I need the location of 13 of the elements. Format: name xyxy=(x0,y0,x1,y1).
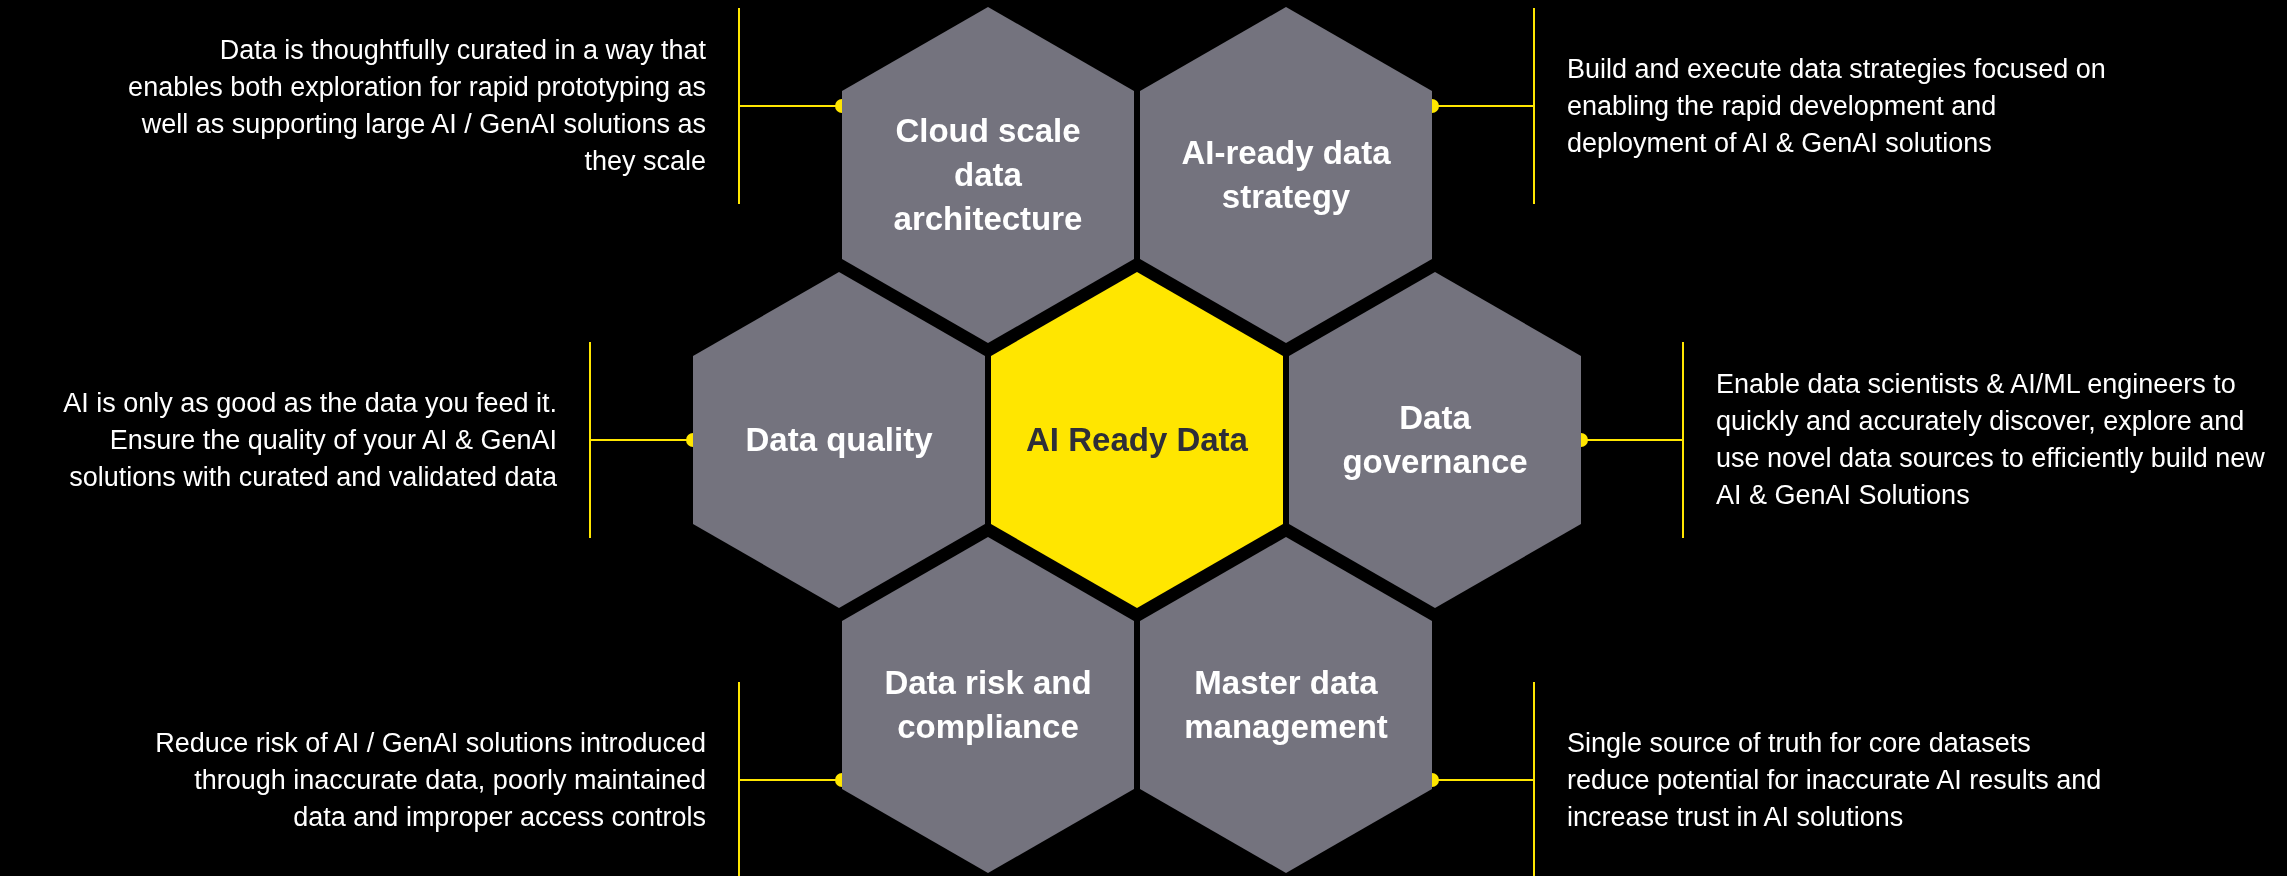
callout-text: Single source of truth for core datasets reduce potential for inaccurate AI results and increase trust in AI solutions xyxy=(1533,682,2113,876)
hexagon-label: Master data management xyxy=(1183,663,1389,747)
callout-text: Build and execute data strategies focused on enabling the rapid development and deployment of AI & GenAI solutions xyxy=(1533,8,2133,204)
hexagon-label: Data quality xyxy=(744,420,934,460)
callout-text: AI is only as good as the data you feed it. Ensure the quality of your AI & GenAI solutions with curated and validated data xyxy=(0,342,591,538)
callout-text: Reduce risk of AI / GenAI solutions introduced through inaccurate data, poorly maintained data and improper access controls xyxy=(140,682,740,876)
hexagon-label: Data governance xyxy=(1341,398,1529,482)
hexagon-label: Data risk and compliance xyxy=(883,663,1093,747)
callout-text: Enable data scientists & AI/ML engineers to quickly and accurately discover, explore and use novel data sources to efficiently build new AI & GenAI Solutions xyxy=(1682,342,2282,538)
hexagon-label: AI Ready Data xyxy=(1025,420,1249,460)
callout-text: Data is thoughtfully curated in a way that enables both exploration for rapid prototyping as well as supporting large AI / GenAI solutions as they scale xyxy=(120,8,740,204)
hexagon-label: AI-ready data strategy xyxy=(1180,133,1392,217)
hexagon-label: Cloud scale data architecture xyxy=(892,111,1084,239)
